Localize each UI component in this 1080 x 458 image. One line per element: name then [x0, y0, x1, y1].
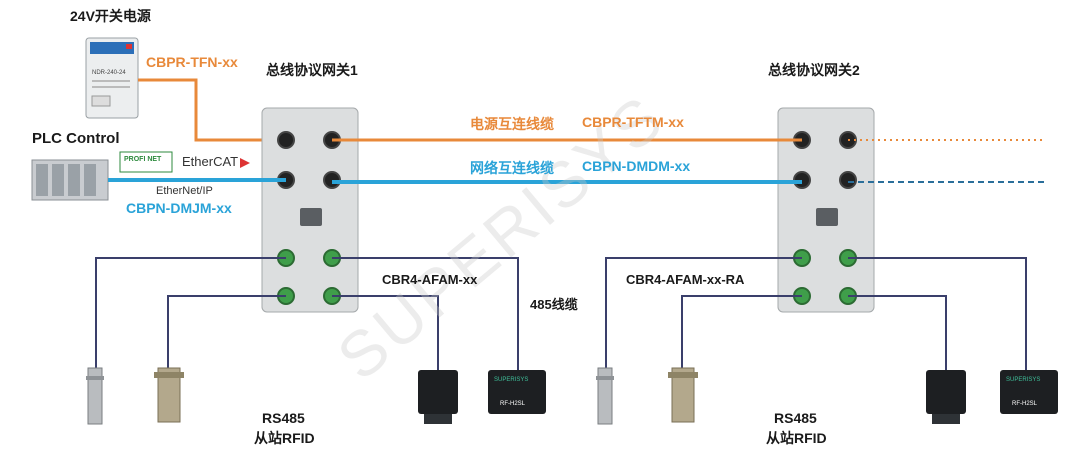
profinet-logo: PROFI NET	[119, 151, 173, 173]
sensor-cable-4	[681, 295, 802, 370]
plc-cable-label: CBPN-DMJM-xx	[126, 200, 232, 216]
sensor-cable-2	[167, 295, 286, 370]
proximity-sensor-4	[668, 367, 698, 423]
sensor-cable-3	[605, 257, 802, 370]
svg-text:RF-H2SL: RF-H2SL	[1012, 401, 1038, 407]
net-link-model: CBPN-DMDM-xx	[582, 158, 691, 174]
cable485-label: 485线缆	[530, 297, 578, 312]
proximity-sensor-1	[86, 367, 104, 425]
cbr4-label-1: CBR4-AFAM-xx	[382, 272, 478, 287]
svg-text:PROFI NET: PROFI NET	[124, 156, 162, 163]
rfid-cable-3	[848, 295, 947, 370]
rfid-reader-4: SUPERISYS RF-H2SL	[1000, 370, 1058, 414]
rfid-cable-4	[848, 257, 1027, 370]
svg-text:SUPERISYS: SUPERISYS	[494, 377, 528, 383]
rfid-reader-2: SUPERISYS RF-H2SL	[488, 370, 546, 414]
ethercat-logo: EtherCAT	[182, 154, 250, 169]
rfid-cable-2	[332, 257, 519, 370]
rfid-reader-3	[926, 370, 966, 424]
power-supply-label: 24V开关电源	[70, 8, 151, 24]
psu-cable-label: CBPR-TFN-xx	[146, 54, 238, 70]
gateway1-device	[261, 107, 359, 313]
rfid-slave-label-1: 从站RFID	[254, 430, 315, 446]
ethernetip-label: EtherNet/IP	[156, 185, 213, 197]
psu-power-cable	[138, 78, 280, 142]
cbr4-label-2: CBR4-AFAM-xx-RA	[626, 272, 745, 287]
plc-device	[31, 159, 109, 201]
plc-label: PLC Control	[32, 130, 120, 147]
power-supply-device: NDR-240-24	[85, 37, 139, 119]
psu-model-label: NDR-240-24	[92, 70, 126, 76]
sensor-cable-1	[95, 257, 286, 370]
proximity-sensor-2	[154, 367, 184, 423]
svg-text:SUPERISYS: SUPERISYS	[1006, 377, 1040, 383]
rfid-reader-1	[418, 370, 458, 424]
rs485-label-2: RS485	[774, 410, 817, 426]
svg-text:EtherCAT: EtherCAT	[182, 154, 238, 169]
power-link-model: CBPR-TFTM-xx	[582, 114, 684, 130]
gateway2-label: 总线协议网关2	[768, 62, 860, 78]
rfid-cable-1	[332, 295, 439, 370]
rs485-label-1: RS485	[262, 410, 305, 426]
net-link-label: 网络互连线缆	[470, 160, 554, 176]
gateway1-label: 总线协议网关1	[266, 62, 358, 78]
power-link-label: 电源互连线缆	[470, 116, 554, 132]
svg-text:RF-H2SL: RF-H2SL	[500, 401, 526, 407]
proximity-sensor-3	[596, 367, 614, 425]
rfid-slave-label-2: 从站RFID	[766, 430, 827, 446]
